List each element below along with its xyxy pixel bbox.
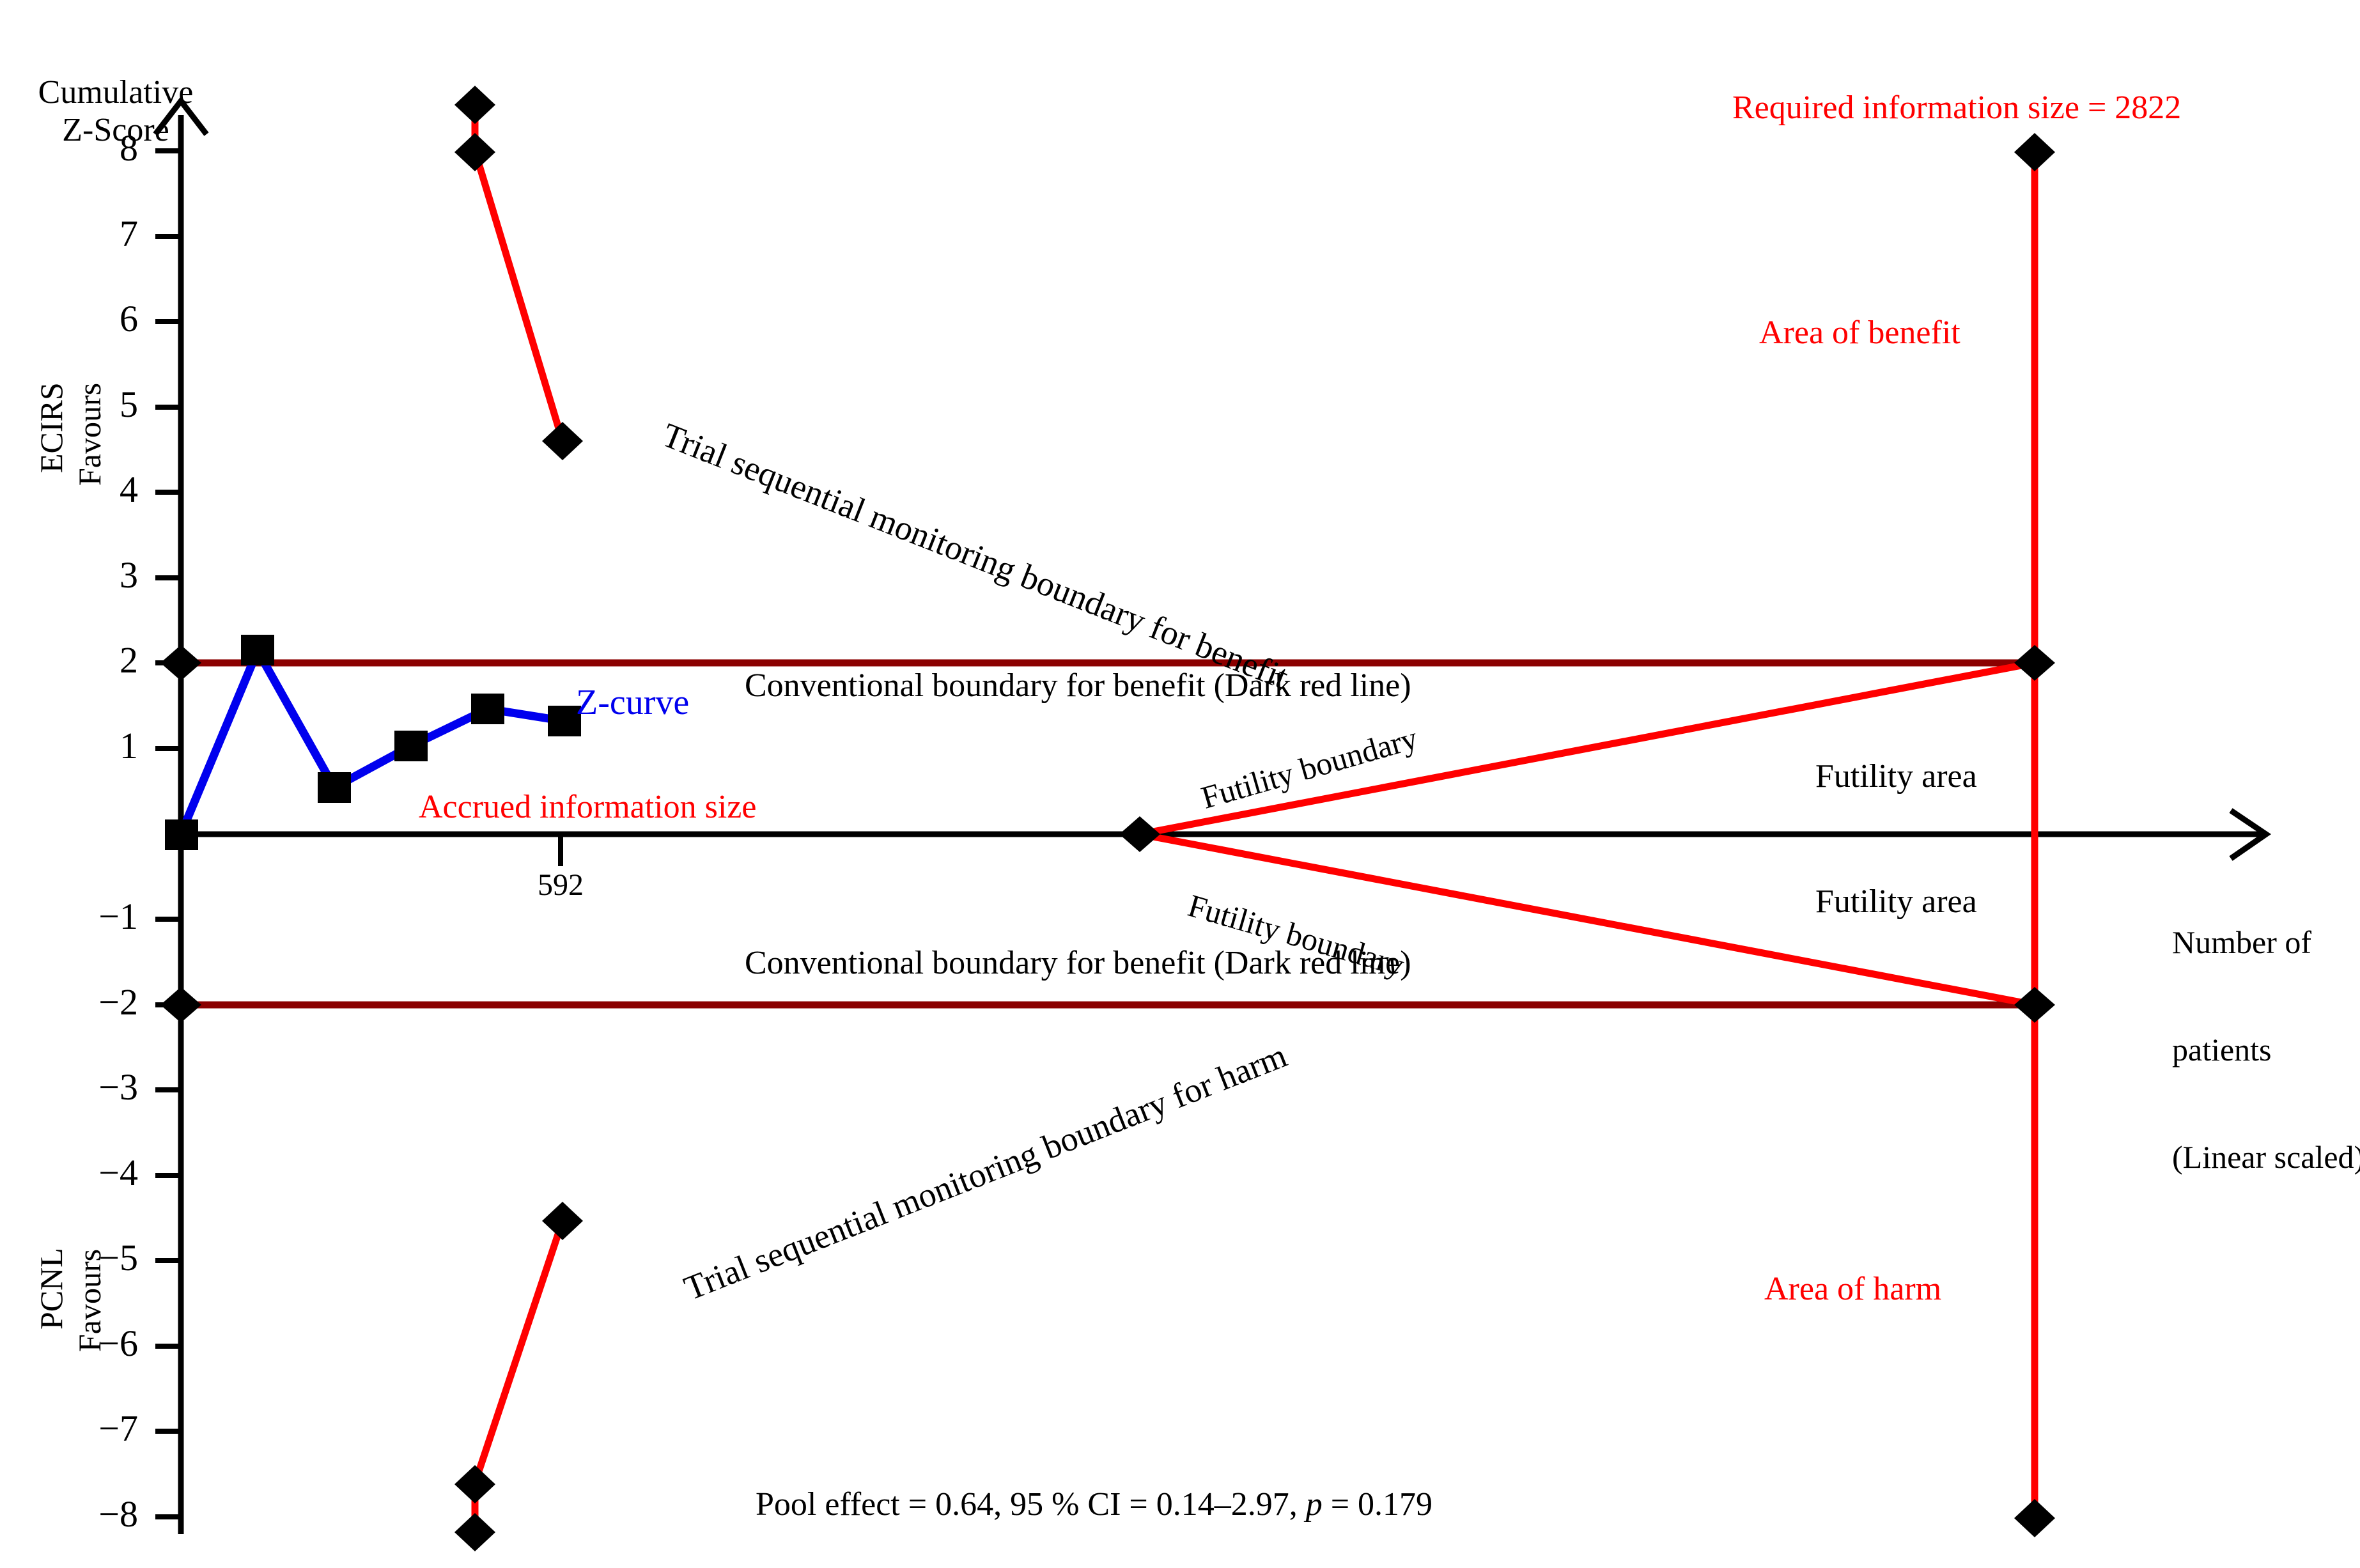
x-axis-label-line2: patients [2172, 1032, 2272, 1067]
z-curve-markers [165, 635, 581, 850]
area-of-benefit-label: Area of benefit [1759, 314, 1960, 351]
y-tick-label-minus-6: −6 [98, 1323, 138, 1364]
futility-boundary-lower-line [1138, 830, 2036, 1009]
conventional-boundary-markers [160, 645, 201, 1023]
y-tick-label-6: 6 [120, 298, 138, 339]
z-curve-label: Z-curve [576, 683, 690, 722]
y-axis-group-label-ecirs: ECIRS [33, 382, 69, 473]
required-information-size-label: Required information size = 2822 [1732, 89, 2182, 126]
futility-apex-marker [1119, 816, 1160, 852]
futility-area-lower-label: Futility area [1815, 883, 1977, 920]
statistics-line-pool-effect: Pool effect = 0.64, 95 % CI = 0.14–2.97,… [706, 1448, 1857, 1560]
y-tick-marks-positive [155, 148, 181, 751]
y-tick-label-minus-5: −5 [98, 1237, 138, 1278]
benefit-boundary-markers [454, 86, 583, 460]
conventional-boundary-lower-label: Conventional boundary for benefit (Dark … [745, 945, 1411, 981]
ris-line-markers [2014, 133, 2055, 1537]
y-tick-label-4: 4 [120, 469, 138, 510]
y-tick-label-minus-3: −3 [98, 1066, 138, 1108]
statistics-block: Pool effect = 0.64, 95 % CI = 0.14–2.97,… [706, 1374, 1857, 1568]
x-axis-label-line1: Number of [2172, 924, 2311, 960]
futility-area-upper-label: Futility area [1815, 758, 1977, 795]
x-axis-label-line3: (Linear scaled) [2172, 1139, 2360, 1175]
area-of-harm-label: Area of harm [1764, 1271, 1942, 1307]
y-tick-label-minus-7: −7 [98, 1408, 138, 1449]
x-axis-label: Number of patients (Linear scaled) [2172, 853, 2360, 1246]
futility-boundary-upper-line [1138, 659, 2036, 838]
y-axis-group-label-pcnl: PCNL [33, 1248, 69, 1330]
y-tick-label-5: 5 [120, 384, 138, 425]
y-tick-label-minus-8: −8 [98, 1493, 138, 1535]
p-italic-1: p [1305, 1486, 1323, 1523]
y-tick-label-2: 2 [120, 639, 138, 681]
y-tick-label-minus-1: −1 [98, 896, 138, 937]
y-tick-label-8: 8 [120, 127, 138, 169]
pool-effect-suffix: = 0.179 [1322, 1486, 1433, 1523]
x-tick-label-592: 592 [538, 868, 584, 902]
y-axis-arrow-icon [153, 96, 209, 136]
y-tick-label-minus-4: −4 [98, 1152, 138, 1193]
y-axis-group-sublabel-pcnl-favours: Favours [72, 1248, 107, 1352]
pool-effect-prefix: Pool effect = 0.64, 95 % CI = 0.14–2.97, [756, 1486, 1306, 1523]
y-tick-label-3: 3 [120, 554, 138, 596]
accrued-information-size-label: Accrued information size [419, 789, 757, 825]
harm-boundary-markers [454, 1202, 583, 1551]
y-tick-label-minus-2: −2 [98, 981, 138, 1023]
conventional-boundary-upper-label: Conventional boundary for benefit (Dark … [745, 667, 1411, 704]
y-tick-label-1: 1 [120, 725, 138, 766]
y-tick-label-7: 7 [120, 213, 138, 254]
y-axis-group-sublabel-ecirs-favours: Favours [72, 382, 107, 486]
x-axis-arrow-icon [2229, 808, 2271, 861]
